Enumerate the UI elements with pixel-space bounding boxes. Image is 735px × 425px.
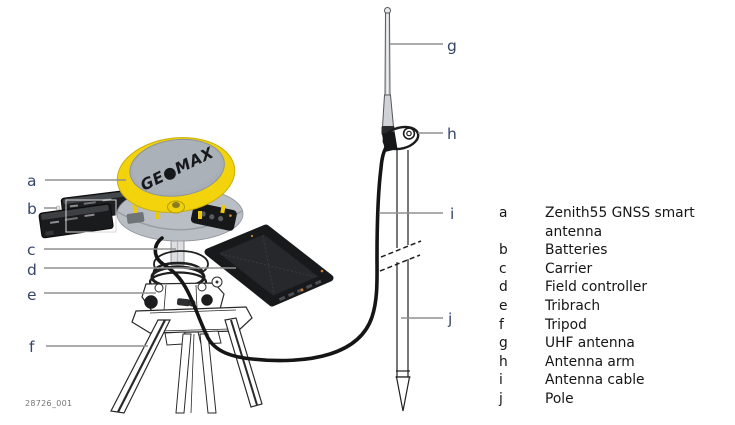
legend-label: Carrier: [545, 260, 593, 277]
equipment-diagram: GE●MAX: [25, 7, 457, 414]
legend-key: c: [499, 260, 507, 277]
legend-row-h: h Antenna arm: [499, 353, 727, 372]
callout-g: g: [447, 37, 457, 55]
legend-label: UHF antenna: [545, 335, 635, 352]
legend-row-a: a Zenith55 GNSS smart antenna: [499, 204, 727, 241]
legend-label: Field controller: [545, 279, 648, 296]
gnss-antenna-illustration: GE●MAX: [116, 137, 244, 242]
tribrach-illustration: [141, 250, 225, 312]
legend: a Zenith55 GNSS smart antenna b Batterie…: [499, 204, 727, 409]
batteries-illustration: [38, 189, 134, 239]
legend-label: Antenna arm: [545, 353, 635, 370]
legend-label: Zenith55 GNSS smart antenna: [545, 205, 695, 240]
field-controller-illustration: [204, 224, 334, 307]
legend-row-g: g UHF antenna: [499, 334, 727, 353]
callout-a: a: [27, 172, 37, 190]
callout-e: e: [27, 286, 37, 304]
callout-f: f: [29, 338, 35, 356]
legend-label: Tribrach: [545, 297, 601, 314]
callout-j: j: [447, 310, 452, 328]
legend-label: Tripod: [545, 316, 587, 333]
figure-id: 28726_001: [25, 399, 72, 408]
uhf-antenna-illustration: [381, 7, 395, 135]
legend-row-b: b Batteries: [499, 241, 727, 260]
legend-key: i: [499, 372, 503, 389]
legend-key: g: [499, 335, 508, 352]
legend-label: Pole: [545, 390, 574, 407]
legend-row-e: e Tribrach: [499, 297, 727, 316]
legend-key: j: [499, 390, 503, 407]
legend-key: f: [499, 316, 504, 333]
legend-key: b: [499, 242, 508, 259]
callout-c: c: [27, 241, 36, 259]
legend-row-j: j Pole: [499, 390, 727, 409]
legend-label: Antenna cable: [545, 372, 645, 389]
antenna-cable-illustration: [153, 143, 390, 363]
legend-label: Batteries: [545, 242, 608, 259]
legend-key: a: [499, 205, 508, 221]
legend-row-c: c Carrier: [499, 260, 727, 279]
legend-key: e: [499, 297, 508, 314]
pole-break-marks: [379, 240, 422, 272]
legend-row-f: f Tripod: [499, 316, 727, 335]
callout-h: h: [447, 125, 457, 143]
pole-illustration: [379, 150, 422, 412]
legend-key: d: [499, 279, 508, 296]
callout-d: d: [27, 261, 37, 279]
legend-row-i: i Antenna cable: [499, 371, 727, 390]
antenna-arm-illustration: [382, 125, 420, 152]
tripod-illustration: [110, 306, 263, 414]
legend-key: h: [499, 353, 508, 370]
legend-row-d: d Field controller: [499, 278, 727, 297]
callout-b: b: [27, 200, 37, 218]
callout-i: i: [450, 205, 454, 223]
